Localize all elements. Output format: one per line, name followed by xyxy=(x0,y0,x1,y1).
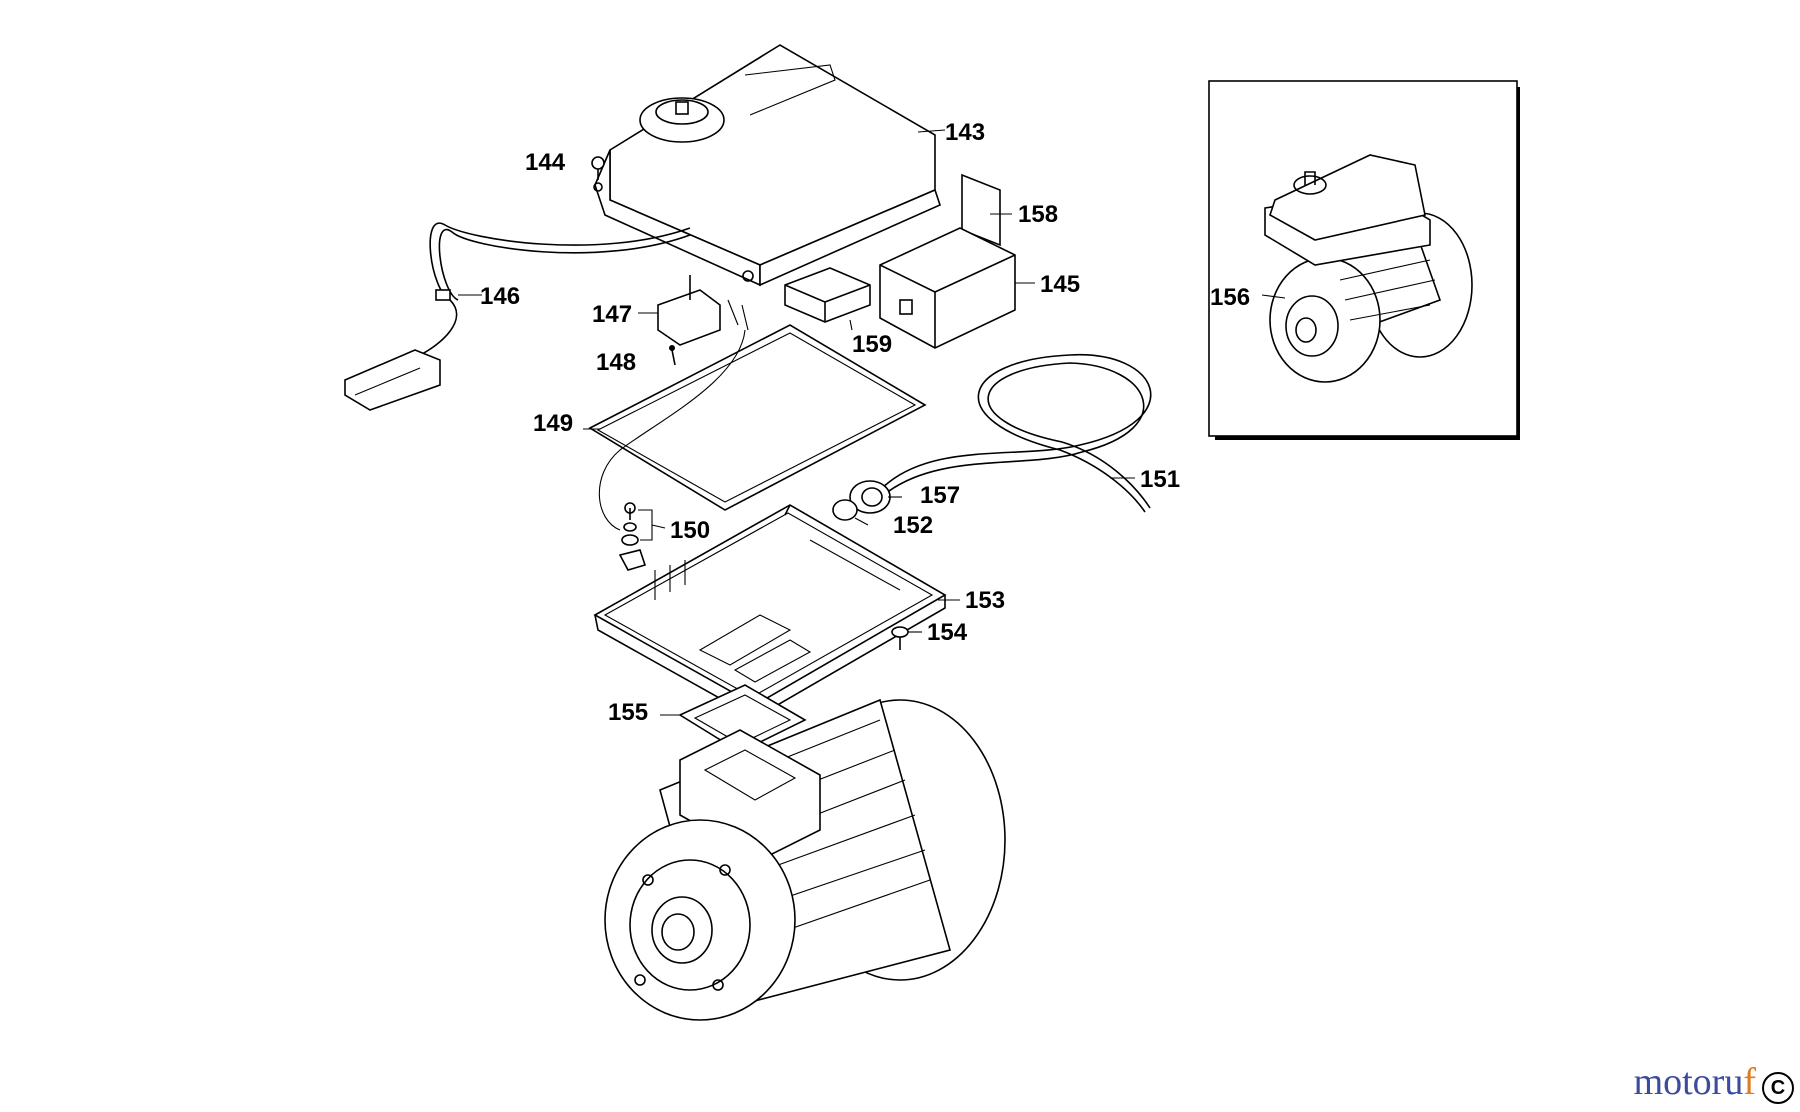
callout-153: 153 xyxy=(965,587,1005,614)
terminal-cover xyxy=(593,44,946,287)
watermark-text-main: motoru xyxy=(1633,1061,1744,1103)
terminal-box-base xyxy=(593,504,960,719)
callout-154: 154 xyxy=(927,619,968,646)
callout-146: 146 xyxy=(480,283,520,310)
part-150-set xyxy=(618,502,666,571)
callout-158: 158 xyxy=(1018,201,1058,228)
switch-cable xyxy=(344,222,691,411)
callout-147: 147 xyxy=(592,301,632,328)
screw-144 xyxy=(591,156,605,180)
copyright-icon: C xyxy=(1762,1072,1794,1104)
screw-148 xyxy=(669,345,676,366)
part-147 xyxy=(638,275,749,346)
watermark-text-accent: f xyxy=(1743,1061,1756,1103)
callout-143: 143 xyxy=(945,119,985,146)
callout-159: 159 xyxy=(852,331,892,358)
callout-149: 149 xyxy=(533,410,573,437)
inset-view xyxy=(1208,80,1520,440)
label-plate-158 xyxy=(961,173,1012,247)
callout-148: 148 xyxy=(596,349,636,376)
callout-145: 145 xyxy=(1040,271,1080,298)
callout-155: 155 xyxy=(608,699,648,726)
gasket xyxy=(583,324,927,531)
block-159 xyxy=(784,267,871,331)
callout-156: 156 xyxy=(1210,284,1250,311)
callout-150: 150 xyxy=(670,517,710,544)
cable-151 xyxy=(879,354,1152,513)
gland-157 xyxy=(849,480,902,514)
callout-144: 144 xyxy=(525,149,566,176)
callout-152: 152 xyxy=(893,512,933,539)
brand-watermark: motoruf xyxy=(1634,1060,1756,1104)
callout-151: 151 xyxy=(1140,466,1180,493)
motor xyxy=(604,698,1006,1021)
screw-154 xyxy=(891,626,922,650)
plug-152 xyxy=(832,499,869,526)
callout-157: 157 xyxy=(920,482,960,509)
block-145 xyxy=(879,227,1035,349)
